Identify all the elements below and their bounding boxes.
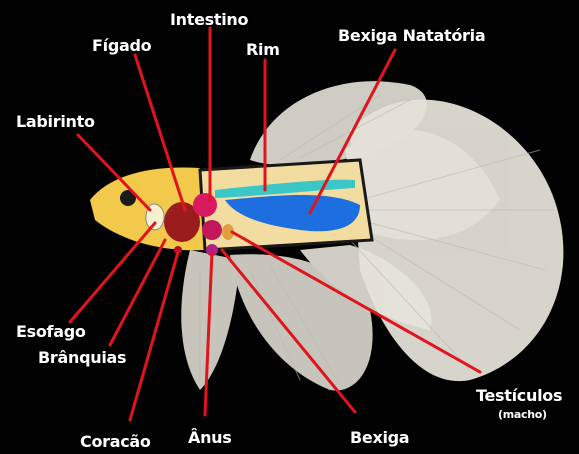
label-figado: Fígado [92, 36, 151, 55]
label-testiculos-note: (macho) [498, 408, 547, 421]
label-anus: Ânus [188, 428, 232, 447]
label-rim: Rim [246, 40, 280, 59]
leader-coracao [130, 252, 178, 420]
intestine-organ [193, 193, 217, 217]
label-coracao: Coracão [80, 432, 151, 451]
label-branquias: Brânquias [38, 348, 126, 367]
label-bexiga: Bexiga [350, 428, 409, 447]
organ-lobe [202, 220, 222, 240]
label-testiculos: Testículos [476, 386, 562, 405]
label-intestino: Intestino [170, 10, 248, 29]
ventral-fins [181, 245, 431, 390]
label-bexiga-natatoria: Bexiga Natatória [338, 26, 485, 45]
label-esofago: Esofago [16, 322, 86, 341]
label-labirinto: Labirinto [16, 112, 95, 131]
leader-esofago [70, 223, 155, 322]
